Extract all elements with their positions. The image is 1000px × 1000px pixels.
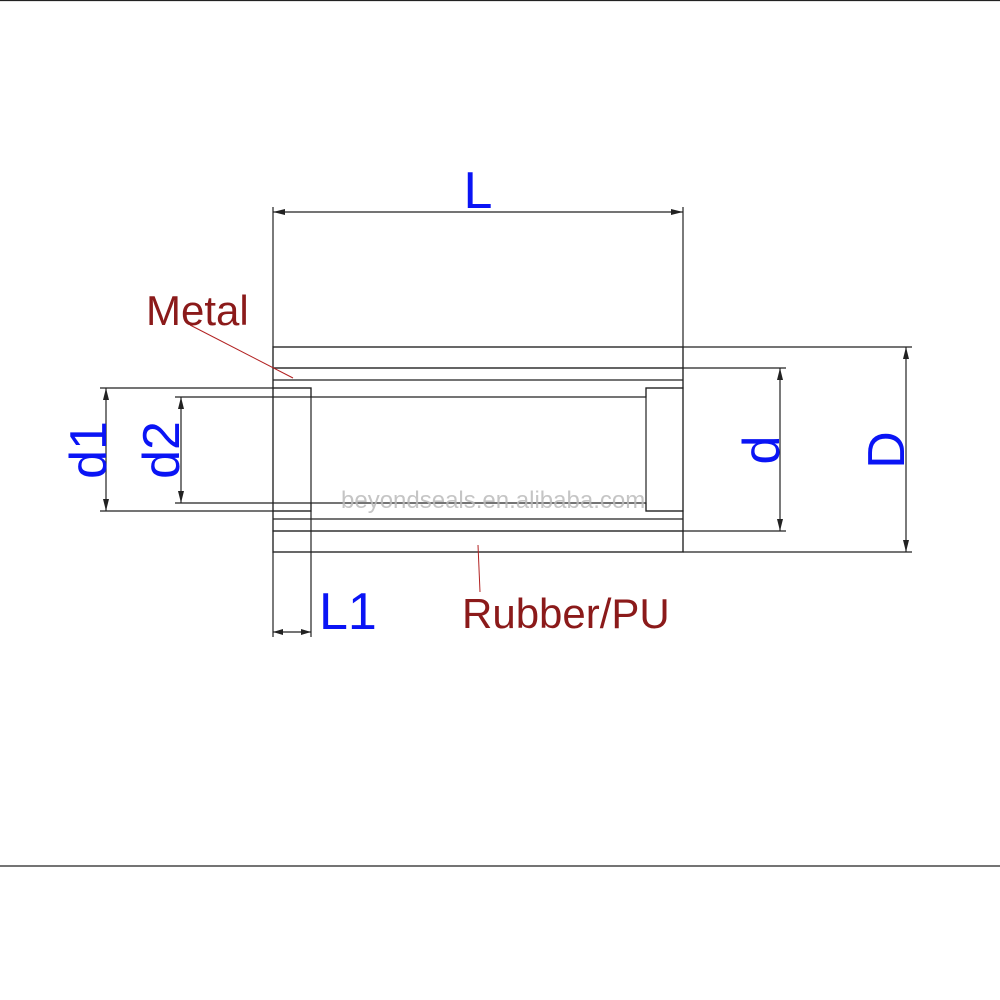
label-rubber-pu: Rubber/PU — [462, 590, 670, 637]
bushing-outline — [272, 346, 684, 553]
metal-shell-top — [272, 346, 684, 369]
rubber-layer-top — [272, 367, 684, 398]
dimension-d: d — [683, 367, 791, 532]
dimension-D: D — [683, 346, 916, 553]
counterbore-left — [272, 387, 312, 512]
dimension-L: L — [272, 162, 684, 347]
dimension-d2: d2 — [133, 396, 311, 504]
label-L1: L1 — [319, 583, 377, 641]
metal-leader — [189, 324, 294, 379]
rubber-leader — [477, 544, 481, 593]
watermark: beyondseals.en.alibaba.com — [341, 487, 645, 514]
label-d: d — [733, 436, 791, 465]
label-d1: d1 — [60, 421, 118, 479]
dimension-L1: L1 — [272, 511, 377, 641]
counterbore-right — [645, 387, 684, 512]
label-D: D — [858, 431, 916, 469]
label-metal: Metal — [146, 287, 249, 334]
label-d2: d2 — [133, 421, 191, 479]
dimension-d1: d1 — [60, 387, 273, 512]
label-L: L — [464, 162, 493, 220]
